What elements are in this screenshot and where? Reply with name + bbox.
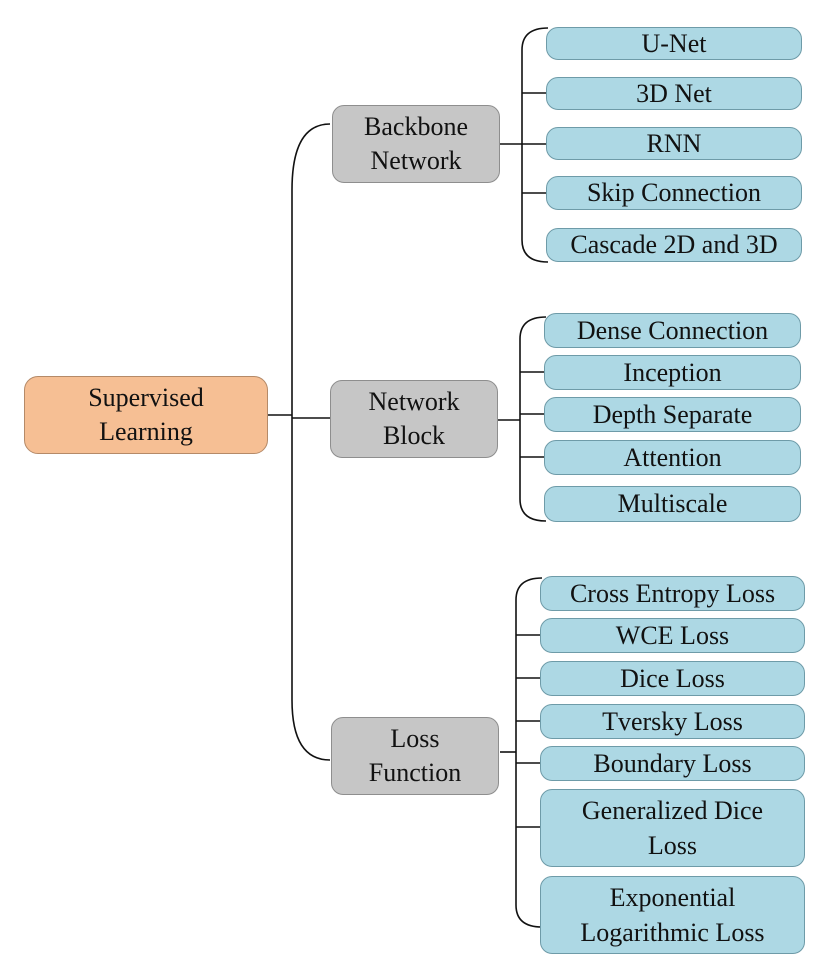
branch-label: Loss Function [368, 724, 462, 787]
loss-bracket [515, 577, 543, 928]
leaf-wce-loss: WCE Loss [540, 618, 805, 653]
leaf-label: Cross Entropy Loss [569, 578, 776, 608]
leaf-skip-connection: Skip Connection [546, 176, 802, 210]
leaf-label: Dice Loss [620, 663, 725, 693]
leaf-depth-separate: Depth Separate [544, 397, 801, 432]
branch-network-block: Network Block [330, 380, 498, 458]
leaf-label: Dense Connection [576, 315, 769, 345]
leaf-label: Cascade 2D and 3D [570, 230, 778, 260]
leaf-u-net: U-Net [546, 27, 802, 60]
leaf-label: Skip Connection [586, 178, 762, 208]
leaf-label: Boundary Loss [593, 748, 752, 778]
leaf-label: Attention [623, 442, 722, 472]
leaf-dense-connection: Dense Connection [544, 313, 801, 348]
leaf-label: RNN [646, 128, 702, 158]
branch-label: Backbone Network [364, 112, 468, 175]
leaf-label: Multiscale [617, 489, 728, 519]
leaf-label: WCE Loss [615, 620, 730, 650]
leaf-cross-entropy-loss: Cross Entropy Loss [540, 576, 805, 611]
leaf-tversky-loss: Tversky Loss [540, 704, 805, 739]
branch-backbone-network: Backbone Network [332, 105, 500, 183]
branch-label: Network Block [368, 387, 460, 450]
branch-loss-function: Loss Function [331, 717, 499, 795]
root-label: Supervised Learning [88, 383, 204, 446]
leaf-3d-net: 3D Net [546, 77, 802, 110]
main-bracket [291, 123, 331, 761]
leaf-attention: Attention [544, 440, 801, 475]
leaf-rnn: RNN [546, 127, 802, 160]
leaf-boundary-loss: Boundary Loss [540, 746, 805, 781]
backbone-bracket [521, 27, 549, 263]
leaf-label: 3D Net [636, 78, 712, 108]
leaf-label: Tversky Loss [602, 706, 743, 736]
root-node: Supervised Learning [24, 376, 268, 454]
leaf-label: Depth Separate [592, 399, 753, 429]
block-bracket [519, 316, 547, 522]
leaf-generalized-dice-loss: Generalized Dice Loss [540, 789, 805, 867]
leaf-cascade-2d-3d: Cascade 2D and 3D [546, 228, 802, 262]
leaf-inception: Inception [544, 355, 801, 390]
leaf-label: Inception [623, 357, 722, 387]
leaf-multiscale: Multiscale [544, 486, 801, 522]
leaf-exponential-logarithmic-loss: Exponential Logarithmic Loss [540, 876, 805, 954]
leaf-label: Generalized Dice Loss [581, 795, 764, 860]
leaf-dice-loss: Dice Loss [540, 661, 805, 696]
leaf-label: U-Net [641, 28, 707, 58]
leaf-label: Exponential Logarithmic Loss [580, 882, 765, 947]
